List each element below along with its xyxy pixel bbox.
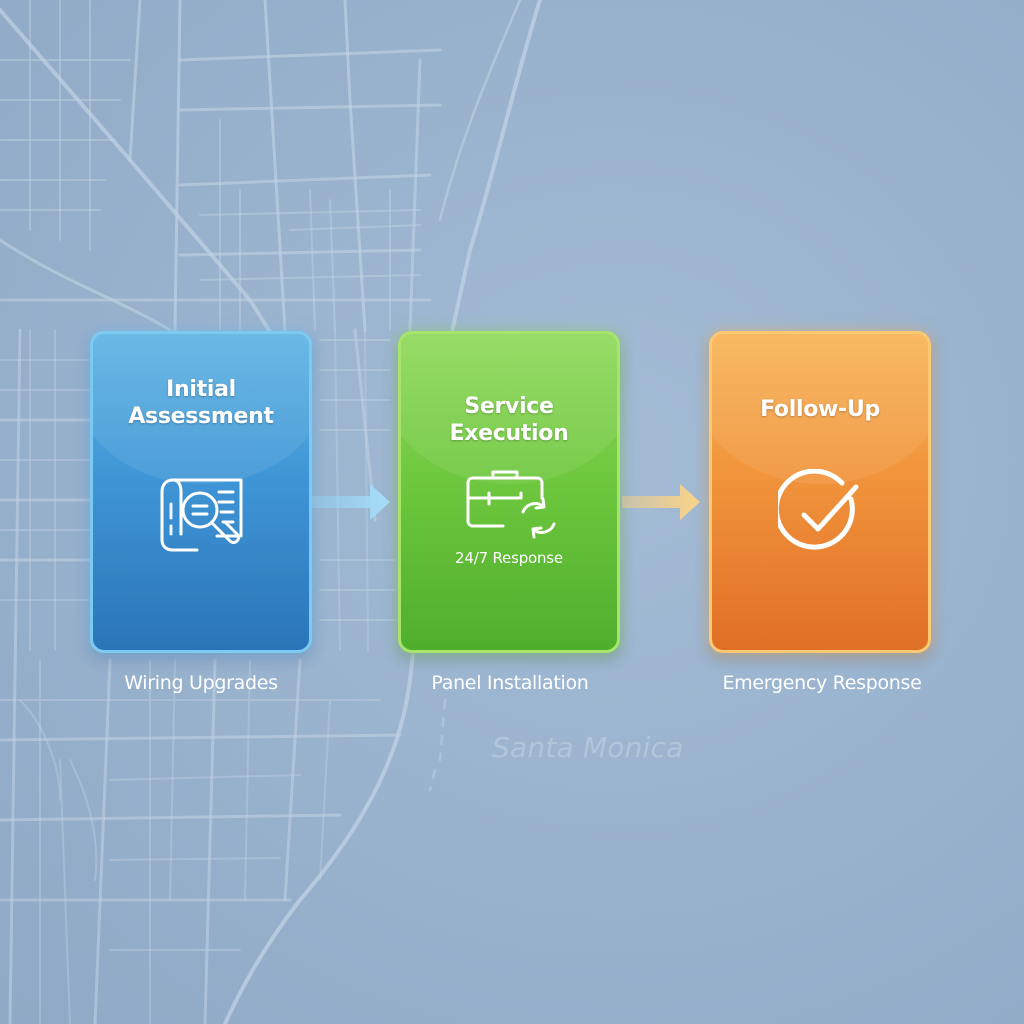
arrow-right-icon	[622, 484, 700, 520]
step-caption-emergency-response: Emergency Response	[722, 672, 922, 694]
check-circle-icon	[778, 469, 859, 550]
card-sheen	[93, 334, 309, 484]
document-magnifier-icon	[160, 478, 243, 552]
step-title: Follow-Up	[760, 397, 880, 422]
step-caption-panel-installation: Panel Installation	[431, 672, 589, 694]
step-title-line-1: Initial	[166, 377, 236, 402]
step-card-initial-assessment: Initial Assessment	[90, 331, 312, 653]
card-sheen	[712, 334, 928, 484]
step-card-follow-up: Follow-Up	[709, 331, 931, 653]
step-caption-wiring-upgrades: Wiring Upgrades	[124, 672, 278, 694]
step-title-line-2: Assessment	[128, 404, 274, 429]
step-card-service-execution: Service Execution 24/7 Response	[398, 331, 620, 653]
step-title: Initial Assessment	[103, 376, 299, 430]
map-place-label: Santa Monica	[492, 731, 684, 764]
card-sheen	[401, 334, 617, 484]
step-title: Service Execution	[449, 394, 569, 446]
step-subtitle: 24/7 Response	[455, 549, 563, 567]
toolbox-refresh-icon	[466, 470, 556, 539]
arrow-right-icon	[312, 484, 390, 520]
